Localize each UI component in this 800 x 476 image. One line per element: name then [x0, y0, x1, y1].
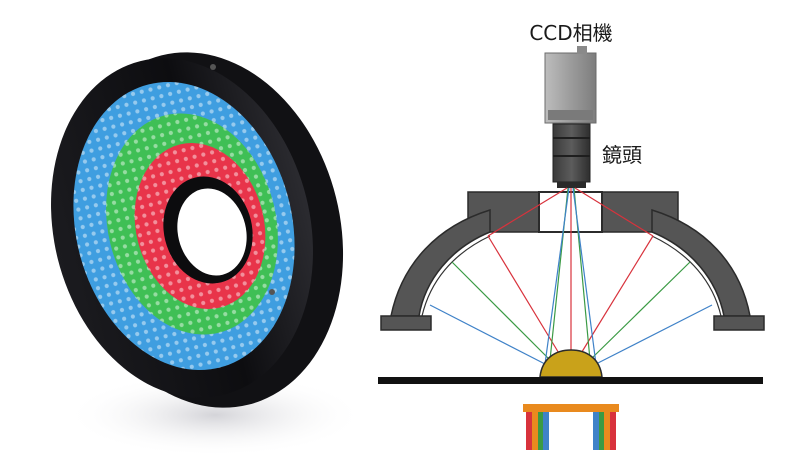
- cross-section-diagram: CCD相機 鏡頭: [378, 21, 765, 450]
- work-surface: [378, 377, 763, 384]
- dome-housing: [390, 208, 751, 317]
- camera-connector: [577, 46, 587, 54]
- ray-red: [487, 235, 561, 356]
- ray-green: [451, 261, 551, 361]
- housing-foot-right: [713, 315, 765, 331]
- screw: [269, 289, 275, 295]
- ray-red: [574, 187, 654, 237]
- ring-light-shadow: [65, 373, 365, 457]
- ray-red: [579, 235, 654, 356]
- ray-green: [589, 261, 691, 361]
- dome-inner-surface: [421, 235, 722, 317]
- housing-foot-left: [380, 315, 432, 331]
- ring-light-aperture: [177, 188, 247, 276]
- ray-red: [487, 187, 568, 237]
- inspected-object: [539, 349, 603, 378]
- camera-label: CCD相機: [529, 21, 612, 45]
- ray-blue: [595, 304, 713, 365]
- result-color-image: [523, 404, 619, 450]
- screw: [210, 64, 216, 70]
- ray-blue: [572, 187, 597, 365]
- lens-label: 鏡頭: [602, 143, 642, 167]
- ray-blue: [429, 304, 546, 365]
- light-rays: [429, 187, 713, 365]
- ring-light-photo: [51, 52, 365, 457]
- lens: [552, 123, 591, 183]
- ray-blue: [544, 187, 570, 365]
